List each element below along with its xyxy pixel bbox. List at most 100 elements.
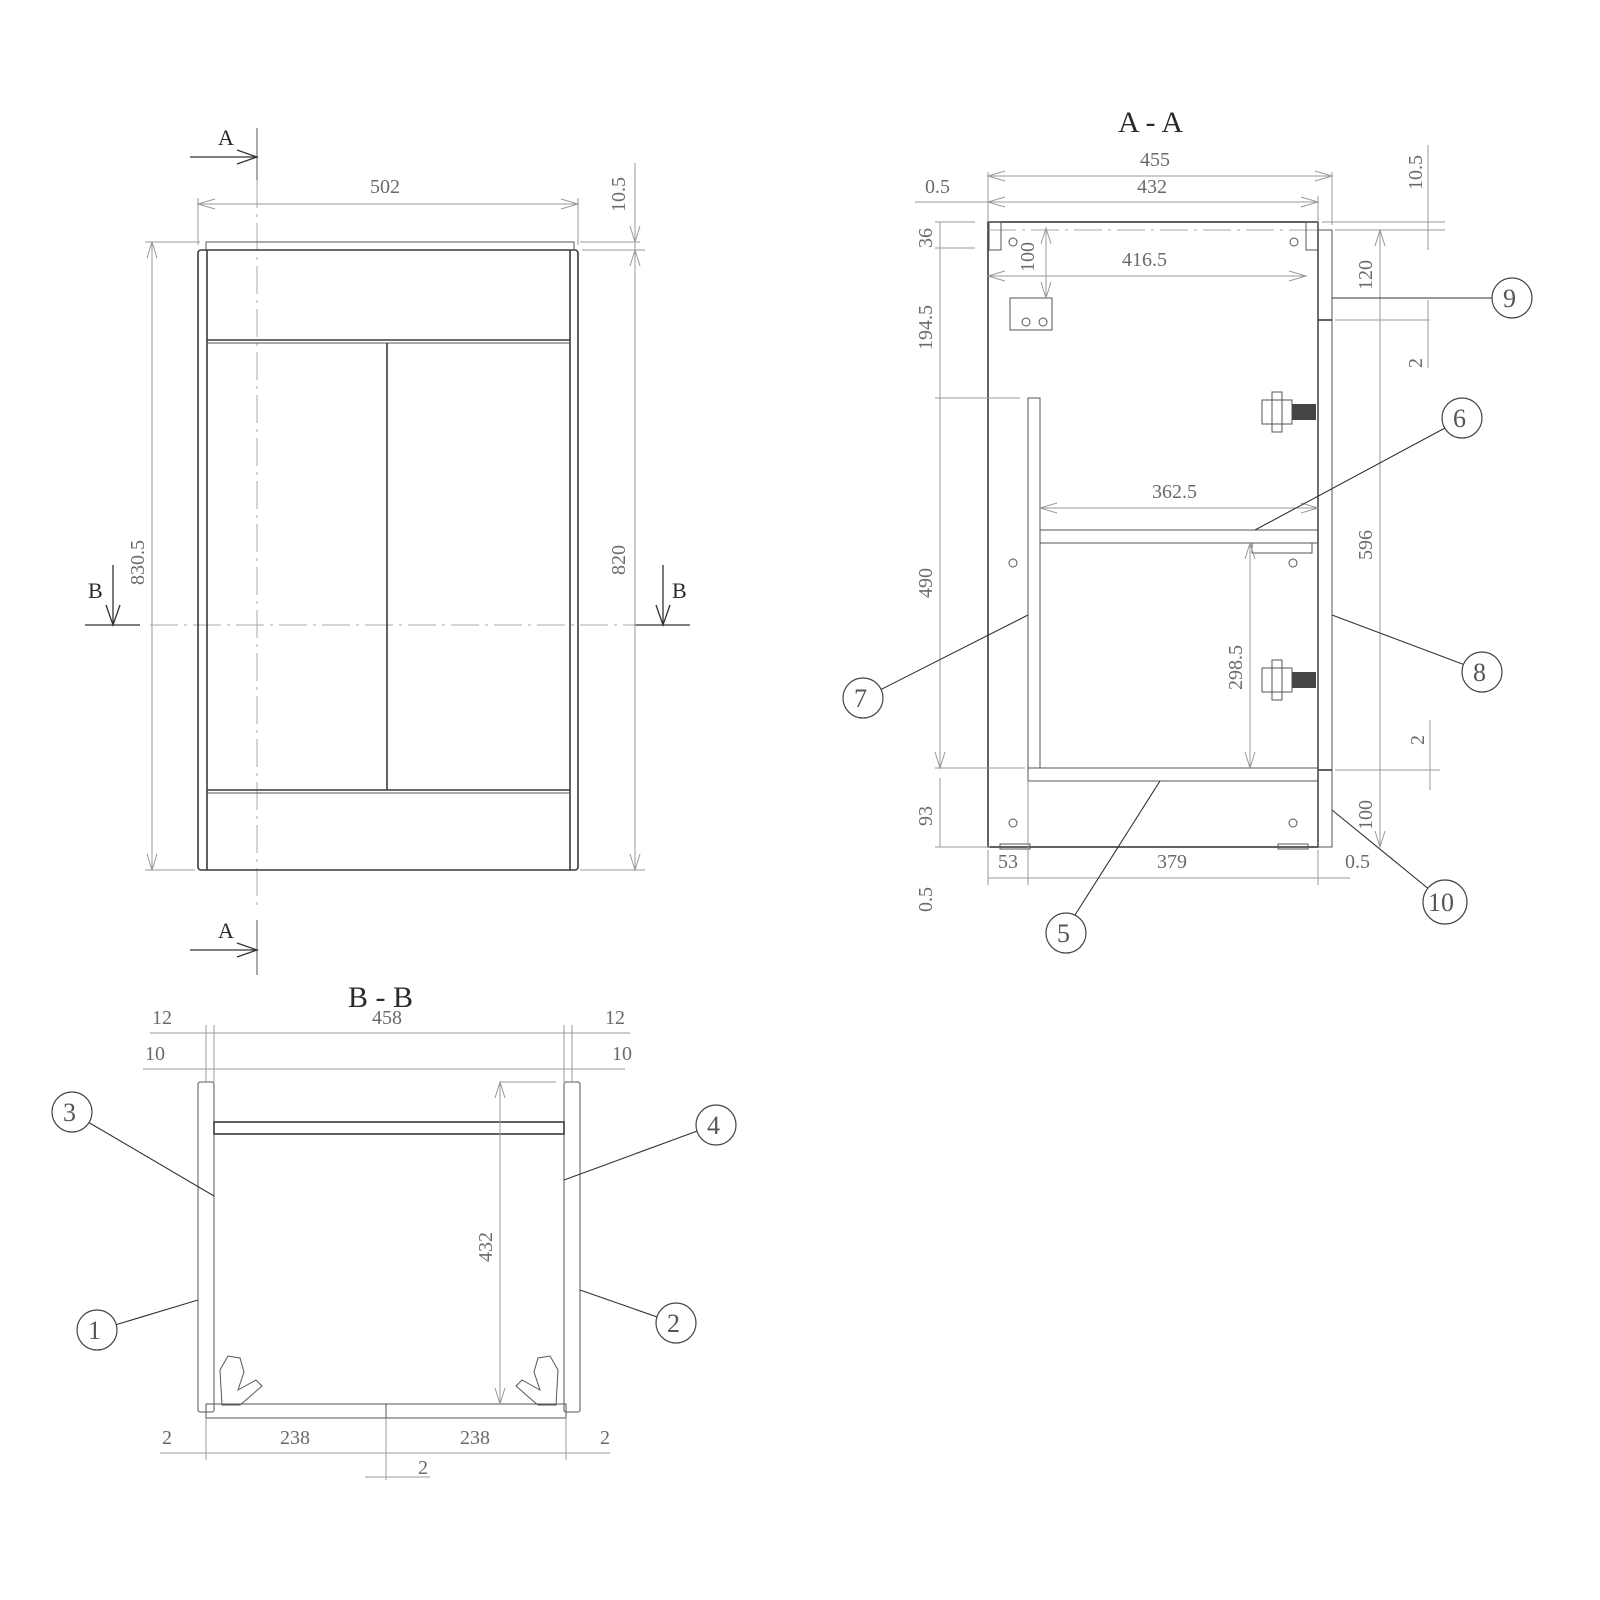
hinge-right-icon [515,1355,559,1406]
svg-text:3: 3 [63,1098,76,1127]
balloon-1: 1 [76,1299,199,1351]
svg-text:9: 9 [1503,284,1516,313]
svg-text:12: 12 [152,1007,172,1029]
svg-text:10: 10 [612,1043,632,1065]
aa-dim-93: 93 [915,778,990,848]
balloon-10: 10 [1331,809,1468,925]
section-label-b-left: B [88,578,103,603]
svg-text:8: 8 [1473,658,1486,687]
aa-dim-2-lower: 2 [1335,720,1440,790]
balloon-9: 9 [1332,277,1533,319]
aa-dim-432: 432 [915,176,1320,222]
front-view: A A B B [85,125,690,975]
svg-text:194.5: 194.5 [915,305,937,350]
svg-text:12: 12 [605,1007,625,1029]
bb-dim-432: 432 [475,1080,556,1406]
section-aa-view: A - A [842,106,1533,954]
svg-text:362.5: 362.5 [1152,481,1197,503]
dim-top-offset: 10.5 [580,163,641,270]
dim-door-height: 820 [580,249,645,872]
aa-dim-0.5-top: 0.5 [925,176,950,198]
aa-dim-36: 36 [915,221,975,249]
svg-text:596: 596 [1355,530,1377,560]
svg-text:2: 2 [418,1457,428,1479]
svg-text:5: 5 [1057,919,1070,948]
svg-text:0.5: 0.5 [1345,851,1370,873]
svg-text:2: 2 [667,1309,680,1338]
aa-dim-2-upper: 2 [1335,300,1430,368]
svg-text:820: 820 [608,545,630,575]
svg-text:100: 100 [1355,800,1377,830]
aa-dim-100-bottom: 100 [1355,770,1386,849]
svg-text:379: 379 [1157,851,1187,873]
aa-dim-100-top: 100 [1017,226,1052,300]
balloon-6: 6 [1254,397,1483,531]
svg-text:10: 10 [1428,888,1454,917]
section-label-b-right: B [672,578,687,603]
bb-dim-top: 12 10 458 12 10 [143,1007,632,1082]
svg-text:93: 93 [915,806,937,826]
aa-dim-0.5-bottom-left: 0.5 [915,887,937,912]
balloon-7: 7 [842,614,1029,719]
aa-dim-596: 596 [1355,320,1381,770]
svg-text:2: 2 [1405,358,1427,368]
svg-text:53: 53 [998,851,1018,873]
balloon-8: 8 [1331,614,1503,693]
svg-text:490: 490 [915,568,937,598]
section-marker-a-bottom: A [190,918,259,975]
aa-dim-53-379: 53 379 0.5 [987,782,1370,885]
section-marker-b-left: B [85,565,140,627]
balloon-2: 2 [579,1289,697,1344]
svg-text:416.5: 416.5 [1122,249,1167,271]
svg-text:2: 2 [1407,735,1429,745]
dim-overall-height: 830.5 [127,240,200,872]
aa-dim-120: 120 [1355,228,1386,320]
balloon-5: 5 [1045,780,1161,954]
svg-text:458: 458 [372,1007,402,1029]
aa-dim-194.5: 194.5 [915,248,1020,399]
svg-text:298.5: 298.5 [1225,645,1247,690]
svg-text:432: 432 [475,1232,497,1262]
svg-text:2: 2 [162,1427,172,1449]
svg-text:502: 502 [370,176,400,198]
svg-text:120: 120 [1355,260,1377,290]
hinge-lower-icon [1261,659,1316,701]
bb-carcass [197,1081,581,1419]
section-bb-title: B - B [348,981,413,1014]
svg-text:238: 238 [460,1427,490,1449]
aa-dim-490: 490 [915,398,1025,770]
svg-text:10: 10 [145,1043,165,1065]
aa-dim-362.5: 362.5 [1038,481,1320,514]
svg-text:1: 1 [88,1316,101,1345]
section-marker-b-right: B [635,565,690,627]
svg-text:36: 36 [915,228,937,248]
hinge-upper-icon [1261,391,1316,433]
front-cabinet [197,241,579,871]
svg-text:455: 455 [1140,149,1170,171]
svg-text:4: 4 [707,1111,720,1140]
aa-dim-298.5: 298.5 [1225,541,1256,770]
svg-text:432: 432 [1137,176,1167,198]
balloon-3: 3 [51,1091,215,1197]
aa-carcass [987,221,1333,850]
aa-dim-416.5: 416.5 [986,249,1308,282]
svg-text:10.5: 10.5 [608,177,630,212]
svg-text:2: 2 [600,1427,610,1449]
svg-text:100: 100 [1017,242,1039,272]
svg-text:7: 7 [854,684,867,713]
section-label-a-top: A [218,125,234,150]
svg-text:830.5: 830.5 [127,540,149,585]
section-marker-a-top: A [190,125,259,180]
bb-dim-bottom: 2 238 238 2 2 [160,1418,610,1480]
svg-text:10.5: 10.5 [1405,155,1427,190]
hinge-left-icon [219,1355,263,1406]
aa-dim-455: 455 [986,149,1334,225]
aa-dim-10.5: 10.5 [1322,145,1445,250]
section-bb-view: B - B 12 10 458 12 10 [51,981,737,1480]
section-label-a-bottom: A [218,918,234,943]
svg-text:238: 238 [280,1427,310,1449]
svg-text:6: 6 [1453,404,1466,433]
balloon-4: 4 [563,1104,737,1181]
section-aa-title: A - A [1118,106,1183,139]
